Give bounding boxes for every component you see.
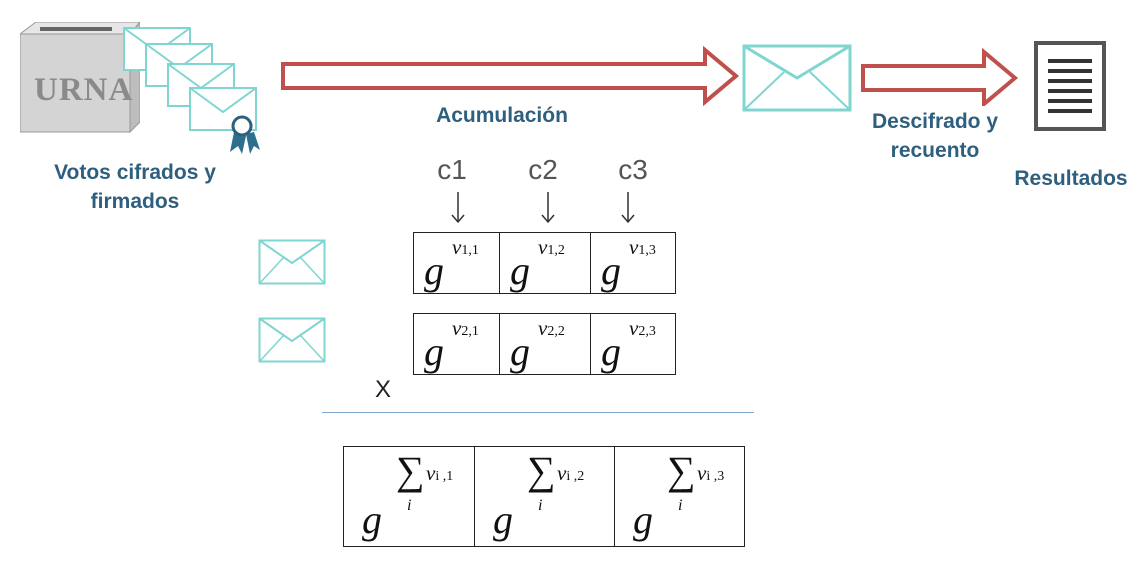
vote-2-envelope-icon xyxy=(258,317,326,363)
multiply-operator: X xyxy=(375,376,392,403)
column-header-c2: c2 xyxy=(528,154,558,185)
encrypted-votes-envelopes xyxy=(123,27,260,154)
accumulation-label: Acumulación xyxy=(436,104,568,127)
vote-row-2: g v2,1 g v2,2 g v2,3 xyxy=(413,313,676,375)
ballot-box xyxy=(20,22,140,134)
vote-cell: g v2,3 xyxy=(601,316,656,374)
vote-cell: g v2,2 xyxy=(500,314,591,374)
decrypt-label: Descifrado y recuento xyxy=(871,110,999,162)
sum-rule xyxy=(322,412,754,413)
result-cell: g ∑ i vi ,2 xyxy=(475,447,615,546)
vote-cell: g v2,1 xyxy=(414,314,500,374)
result-cell: g ∑ i vi ,1 xyxy=(344,447,475,546)
column-arrows xyxy=(451,192,635,224)
column-header-c3: c3 xyxy=(618,154,648,185)
decrypt-arrow xyxy=(861,48,1019,106)
vote-1-envelope-icon xyxy=(258,239,326,285)
vote-row-1: g v1,1 g v1,2 g v1,3 xyxy=(413,232,676,294)
column-header-c1: c1 xyxy=(437,154,467,185)
vote-cell: g v1,2 xyxy=(500,233,591,293)
results-document-icon xyxy=(1034,41,1106,131)
votes-label: Votos cifrados y firmados xyxy=(54,161,216,213)
accumulated-envelope-icon xyxy=(742,44,852,112)
vote-cell: g v1,1 xyxy=(414,233,500,293)
results-label: Resultados xyxy=(1014,167,1128,190)
result-cell: g ∑ i vi ,3 xyxy=(633,448,725,542)
accumulation-arrow xyxy=(281,46,740,106)
vote-cell: g v1,3 xyxy=(601,235,656,293)
result-row: g ∑ i vi ,1 g ∑ i vi ,2 g ∑ i vi ,3 xyxy=(343,446,745,547)
urn-label: URNA xyxy=(34,72,134,108)
